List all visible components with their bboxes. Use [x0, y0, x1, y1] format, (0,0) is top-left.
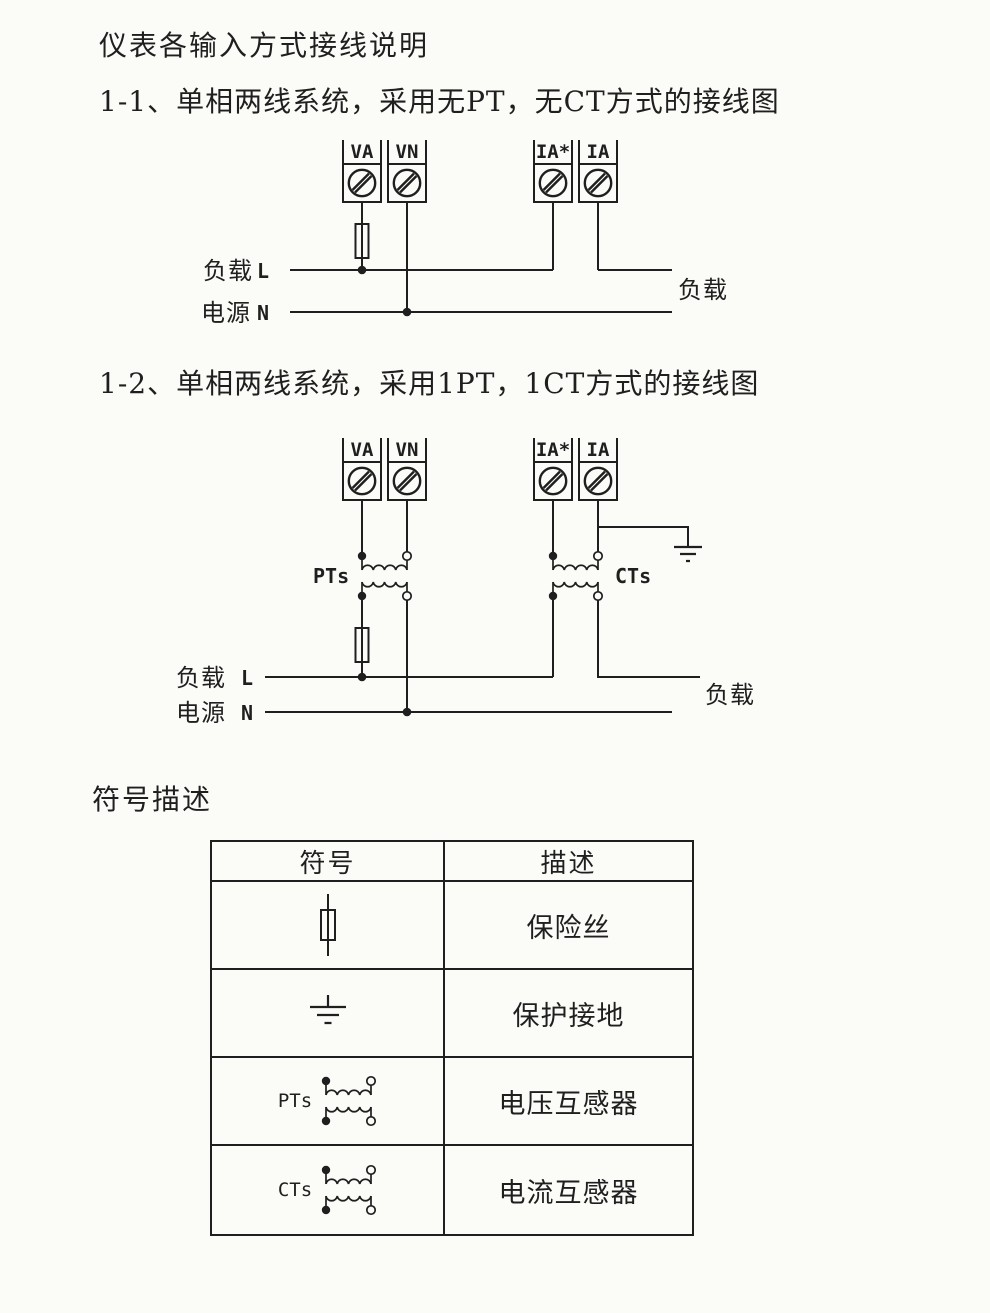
terminal-label-vn: VN: [395, 439, 419, 461]
fuse-icon: [354, 223, 370, 259]
document-title: 仪表各输入方式接线说明: [99, 29, 430, 62]
wires-1-1: [290, 202, 672, 313]
terminal-label-ia: IA: [586, 439, 610, 461]
table-row-pt: PTs 电压互感器: [212, 1056, 692, 1144]
current-transformer-icon: [321, 1164, 377, 1216]
source-label-left-1-2: 电源: [176, 699, 226, 727]
pt-symbol-label: PTs: [277, 1090, 313, 1112]
section-1-2-heading: 1-2、单相两线系统，采用1PT，1CT方式的接线图: [99, 367, 760, 400]
line-l-label-1-2: L: [241, 666, 254, 690]
voltage-transformer-icon: [356, 550, 413, 602]
junction-dot: [402, 707, 412, 717]
terminal-label-ia-star: IA*: [535, 141, 571, 163]
load-label-right-1-2: 负载: [705, 681, 755, 709]
ct-symbol-cell: CTs: [212, 1146, 445, 1234]
terminal-label-vn: VN: [395, 141, 419, 163]
section-1-1-heading: 1-1、单相两线系统，采用无PT，无CT方式的接线图: [99, 85, 780, 118]
symbol-table-header-row: 符号 描述: [212, 842, 692, 880]
terminal-screws-1-2: [341, 436, 619, 502]
table-row-ct: CTs 电流互感器: [212, 1144, 692, 1234]
wires-1-2: [265, 500, 700, 713]
load-label-left-1-2: 负载: [176, 664, 226, 692]
pt-symbol-cell: PTs: [212, 1058, 445, 1144]
cts-label: CTs: [615, 564, 652, 588]
ground-symbol-cell: [212, 970, 445, 1056]
terminal-label-ia: IA: [586, 141, 610, 163]
junction-dot: [402, 307, 412, 317]
ct-to-load-wire: [597, 600, 700, 678]
pt-description: 电压互感器: [498, 1088, 639, 1120]
ct-description: 电流互感器: [498, 1177, 639, 1209]
fuse-icon: [319, 894, 336, 956]
symbol-section-heading: 符号描述: [92, 783, 213, 816]
current-transformer-icon: [547, 550, 604, 602]
ground-description: 保护接地: [512, 1000, 625, 1032]
table-row-fuse: 保险丝: [212, 880, 692, 968]
wiring-diagram-1-1: [290, 138, 672, 317]
terminal-screws-1-1: [341, 138, 619, 204]
line-n-label-1-1: N: [257, 301, 270, 325]
fuse-description: 保险丝: [526, 912, 611, 944]
terminal-label-va: VA: [350, 141, 374, 163]
protective-earth-icon: [309, 995, 346, 1025]
line-n-label-1-2: N: [241, 701, 254, 725]
load-label-left-1-1: 负载: [203, 257, 253, 285]
terminal-label-ia-star: IA*: [535, 439, 571, 461]
junction-dot: [357, 265, 367, 275]
source-label-left-1-1: 电源: [201, 299, 251, 327]
junction-dots-1-1: [357, 265, 412, 317]
ground-branch-wire: [598, 526, 689, 547]
voltage-transformer-icon: [321, 1075, 377, 1127]
terminal-label-va: VA: [350, 439, 374, 461]
ct-symbol-label: CTs: [277, 1179, 313, 1201]
fuse-icon: [354, 627, 370, 663]
load-label-right-1-1: 负载: [678, 276, 728, 304]
table-row-ground: 保护接地: [212, 968, 692, 1056]
column-header-description: 描述: [540, 848, 597, 879]
protective-earth-icon: [674, 545, 702, 563]
junction-dot: [357, 672, 367, 682]
pts-label: PTs: [313, 564, 350, 588]
line-l-label-1-1: L: [257, 259, 270, 283]
symbol-table: 符号 描述 保险丝 保护接地 PTs: [210, 840, 694, 1236]
fuse-symbol-cell: [212, 882, 445, 968]
column-header-symbol: 符号: [212, 842, 445, 880]
wiring-diagram-1-2: [265, 436, 702, 717]
junction-dots-1-2: [357, 672, 412, 717]
